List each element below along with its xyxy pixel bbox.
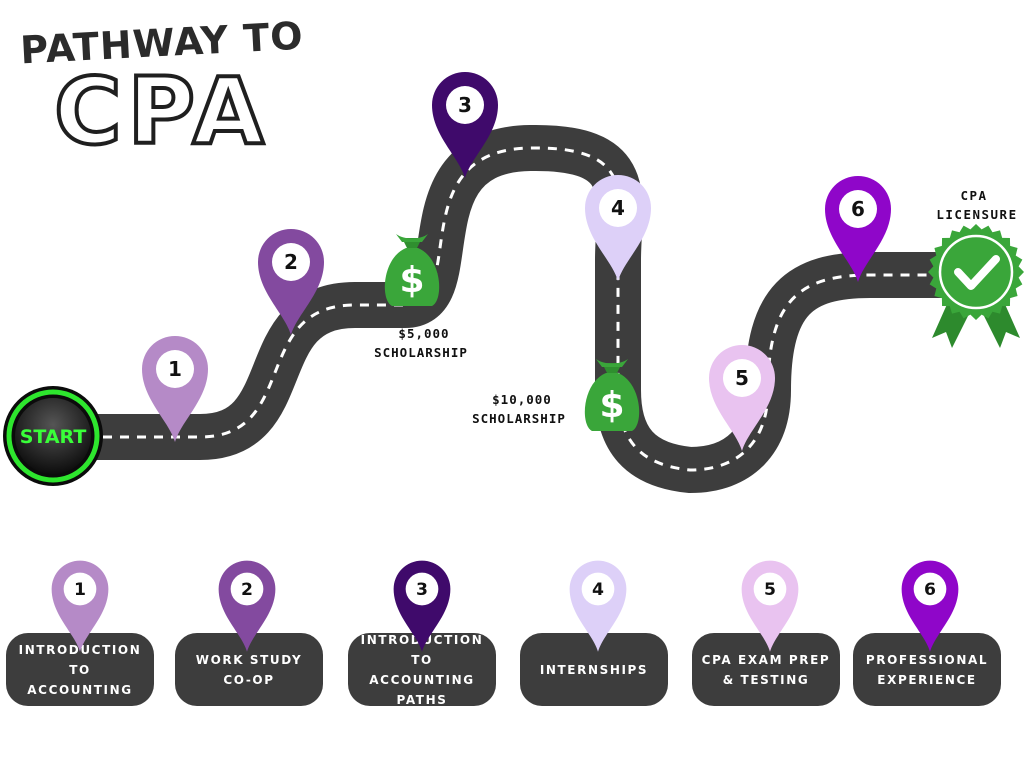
- step-label: WORK STUDY CO-OP: [195, 652, 303, 687]
- money-bag-icon: $: [384, 234, 440, 306]
- step-box-5[interactable]: CPA EXAM PREP & TESTING: [692, 633, 840, 706]
- pin-number-circle: [723, 359, 761, 397]
- step-box-6[interactable]: PROFESSIONAL EXPERIENCE: [853, 633, 1001, 706]
- finish-line-1: CPA: [960, 188, 987, 203]
- step-box-1[interactable]: INTRODUCTION TO ACCOUNTING: [6, 633, 154, 706]
- svg-text:$: $: [399, 260, 424, 301]
- start-badge[interactable]: START: [3, 386, 103, 486]
- pin-number-circle: [446, 86, 484, 124]
- start-label: START: [20, 426, 87, 448]
- step-label: INTERNSHIPS: [539, 662, 649, 677]
- road-pin-1[interactable]: 1: [142, 336, 208, 442]
- step-box-4[interactable]: INTERNSHIPS: [520, 633, 668, 706]
- pin-number: 6: [851, 197, 865, 221]
- step-label: CPA EXAM PREP & TESTING: [701, 652, 831, 687]
- scholarship-2-label: SCHOLARSHIP: [472, 411, 566, 426]
- scholarship-1-label: SCHOLARSHIP: [374, 345, 468, 360]
- step-label: INTRODUCTION TO ACCOUNTING: [18, 642, 142, 697]
- pin-number: 5: [735, 366, 749, 390]
- start-badge-glow: [6, 389, 100, 483]
- pin-number-circle: [839, 190, 877, 228]
- step-label: PROFESSIONAL EXPERIENCE: [865, 652, 989, 687]
- pin-number: 3: [458, 93, 472, 117]
- money-bag-icon: $: [584, 359, 640, 431]
- step-label: INTRODUCTION TO ACCOUNTING PATHS: [360, 632, 484, 707]
- svg-text:$: $: [599, 385, 624, 426]
- road-pin-3[interactable]: 3: [432, 72, 498, 178]
- scholarship-2-amount: $10,000: [492, 392, 552, 407]
- pin-number-circle: [156, 350, 194, 388]
- scholarship-1-amount: $5,000: [398, 326, 449, 341]
- step-box-3[interactable]: INTRODUCTION TO ACCOUNTING PATHS: [348, 633, 496, 707]
- title: PATHWAY TO CPA: [19, 14, 304, 167]
- road-pin-2[interactable]: 2: [258, 229, 324, 335]
- road-pin-4[interactable]: 4: [585, 175, 651, 281]
- start-badge-inner: [15, 398, 91, 474]
- road-pins: 1 2 3 4 5 6: [142, 72, 891, 451]
- step-box-2[interactable]: WORK STUDY CO-OP: [175, 633, 323, 706]
- pin-number: 2: [284, 250, 298, 274]
- checkmark-seal-icon[interactable]: [928, 224, 1024, 348]
- title-line-2: CPA: [54, 58, 270, 165]
- pin-number: 1: [168, 357, 182, 381]
- pin-number-circle: [272, 243, 310, 281]
- road-pin-6[interactable]: 6: [825, 176, 891, 282]
- pin-number: 4: [611, 196, 625, 220]
- pin-number-circle: [599, 189, 637, 227]
- finish-line-2: LICENSURE: [936, 207, 1017, 222]
- road-pin-5[interactable]: 5: [709, 345, 775, 451]
